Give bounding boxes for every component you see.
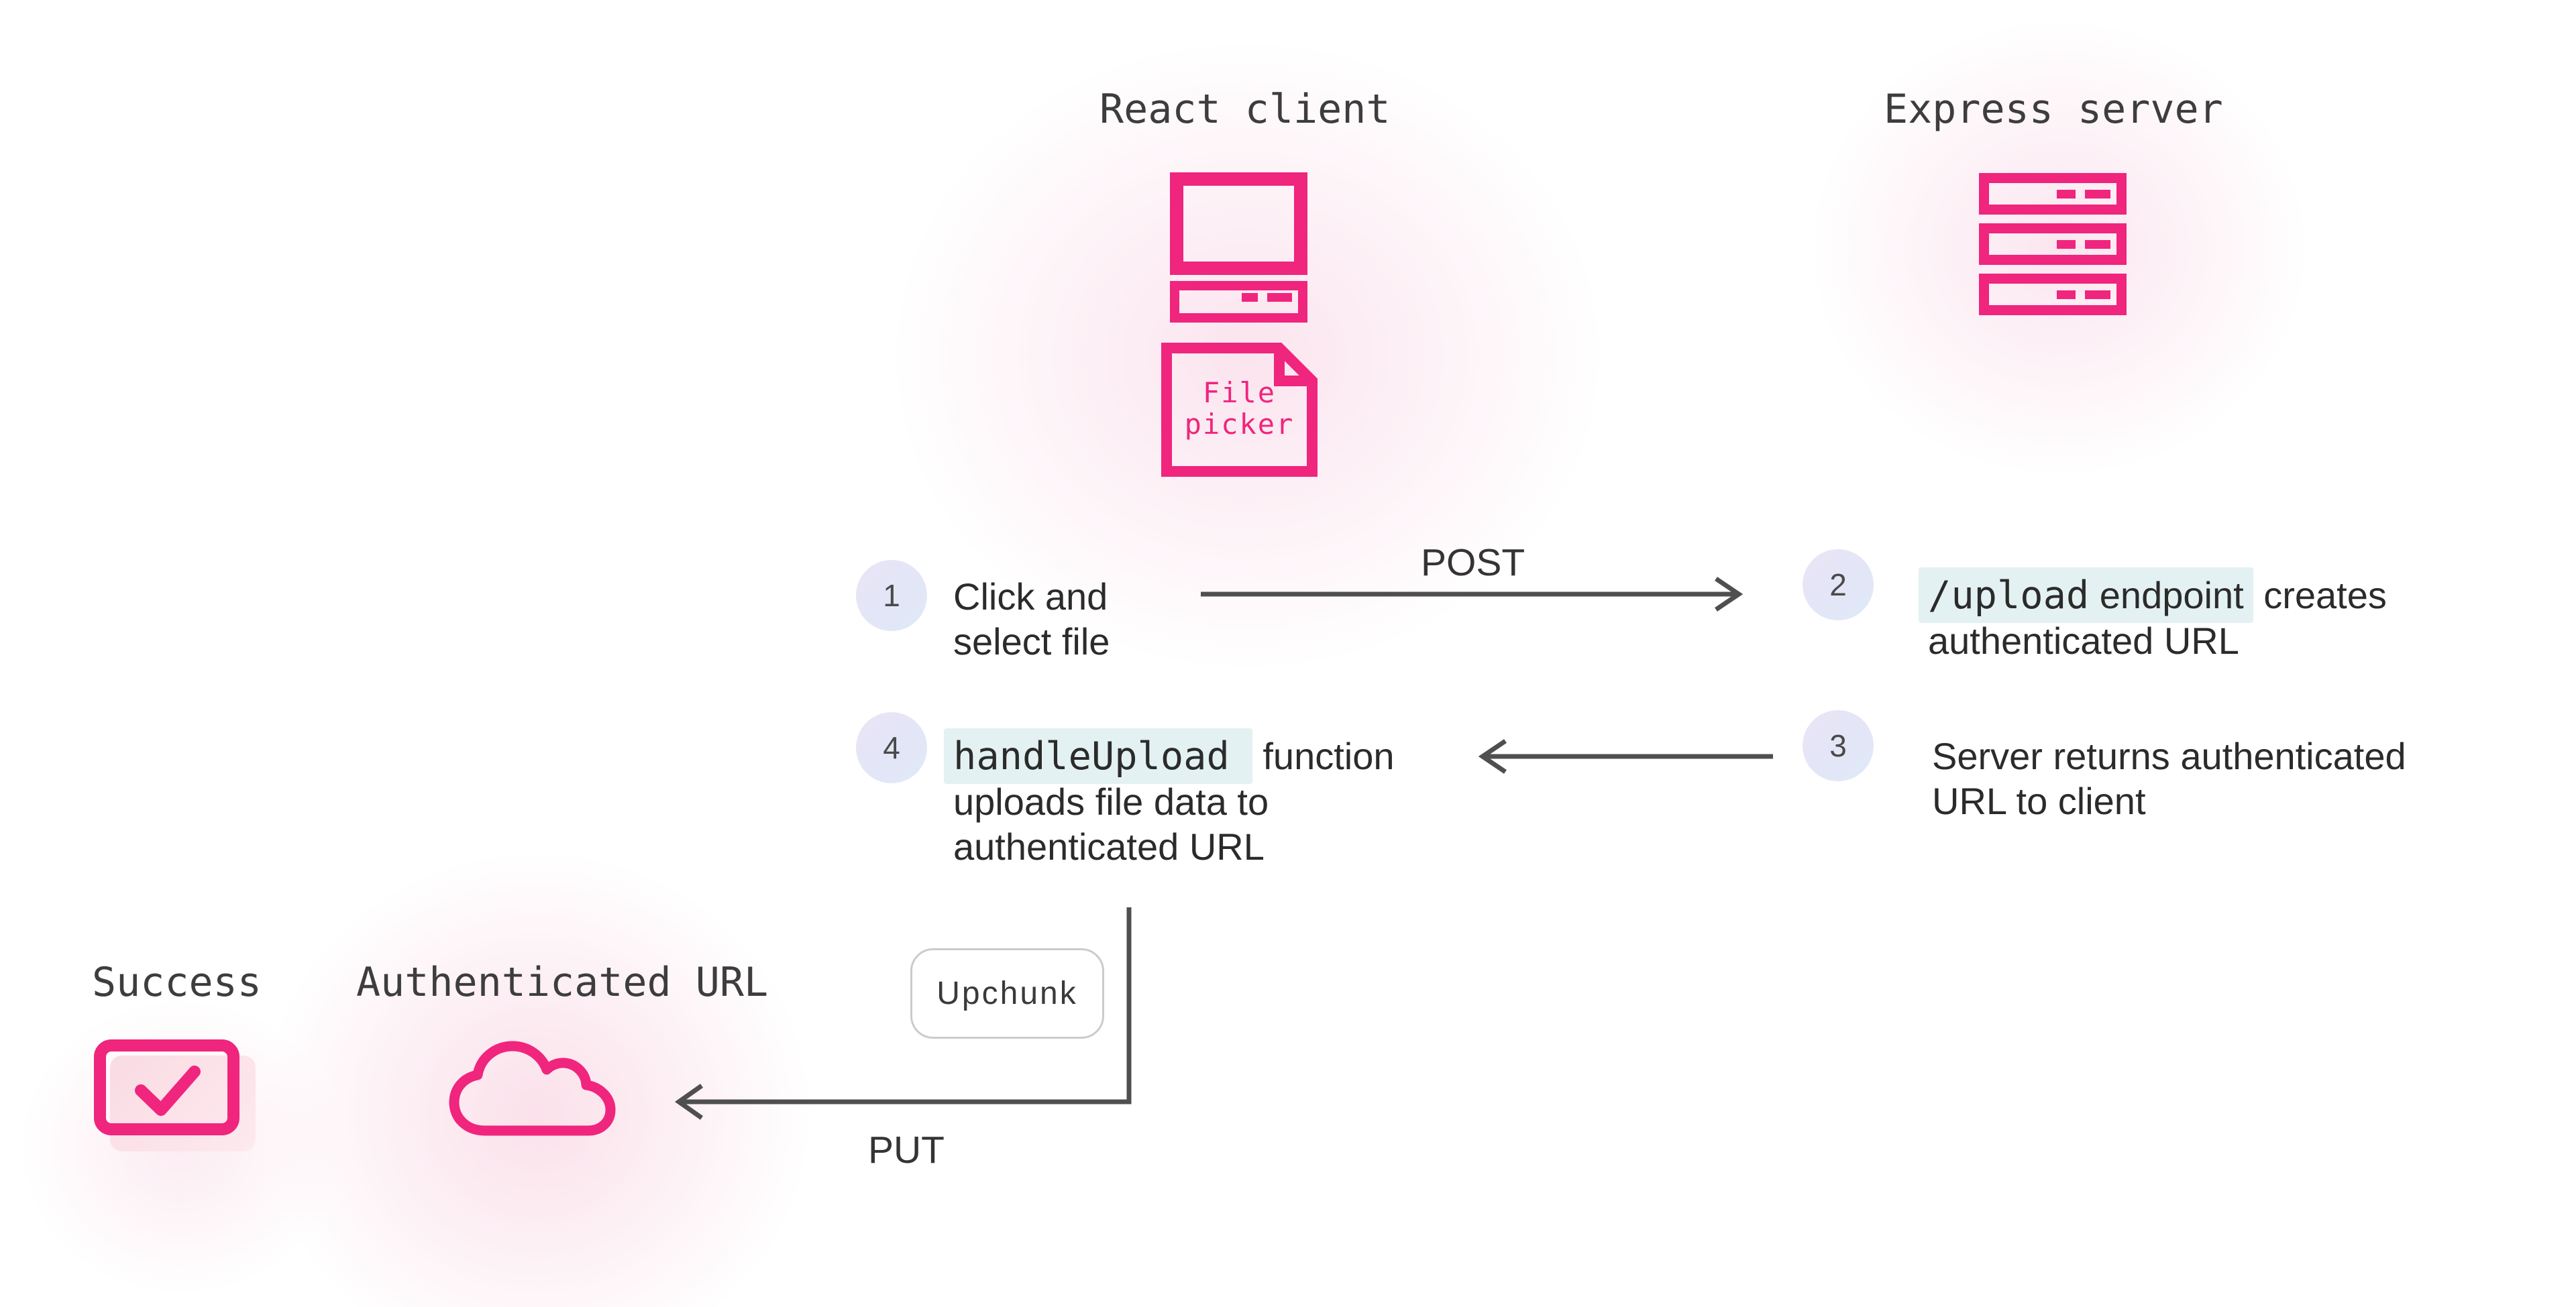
step-2-text: /upload endpoint creates authenticated U…	[1919, 567, 2387, 663]
handleupload-code: handleUpload	[953, 734, 1230, 779]
authenticated-url-label: Authenticated URL	[356, 959, 769, 1006]
success-label: Success	[92, 959, 262, 1006]
upload-code: /upload	[1928, 573, 2090, 618]
return-arrow	[1478, 739, 1773, 774]
upload-endpoint-highlight: /upload endpoint	[1919, 567, 2253, 623]
cloud-icon	[449, 1041, 616, 1136]
server-bar	[1979, 223, 2127, 265]
monitor-screen	[1170, 172, 1307, 275]
monitor-dash	[1267, 293, 1292, 302]
server-bar	[1979, 173, 2127, 215]
handleupload-highlight: handleUpload	[944, 728, 1252, 784]
success-checkbox-icon	[94, 1039, 265, 1160]
step-2-number: 2	[1803, 549, 1874, 620]
step-1-number: 1	[856, 560, 927, 631]
server-dash	[2085, 190, 2110, 198]
checkbox-box	[94, 1039, 239, 1135]
server-bar	[1979, 274, 2127, 315]
server-dash	[2085, 240, 2110, 249]
put-connector-arrow	[674, 907, 1132, 1120]
step-3-text: Server returns authenticated URL to clie…	[1932, 735, 2406, 822]
server-dash	[2057, 190, 2076, 198]
step-4-number: 4	[856, 712, 927, 783]
server-dash	[2085, 290, 2110, 299]
step-3-number: 3	[1803, 710, 1874, 781]
monitor-base	[1170, 281, 1307, 323]
file-picker-label: File picker	[1184, 376, 1295, 441]
react-client-title: React client	[1099, 86, 1391, 133]
check-icon	[135, 1066, 201, 1116]
post-label: POST	[1421, 541, 1525, 584]
express-server-title: Express server	[1884, 86, 2223, 133]
post-arrow	[1201, 577, 1743, 612]
file-picker-icon: File picker	[1161, 342, 1318, 477]
step-4-text: handleUpload function uploads file data …	[944, 728, 1395, 869]
document-shape	[1161, 343, 1318, 477]
server-dash	[2057, 290, 2076, 299]
put-label: PUT	[868, 1129, 945, 1172]
upchunk-badge: Upchunk	[910, 948, 1104, 1039]
server-dash	[2057, 240, 2076, 249]
step-1-text: Click and select file	[953, 575, 1110, 663]
monitor-dash	[1242, 293, 1258, 302]
